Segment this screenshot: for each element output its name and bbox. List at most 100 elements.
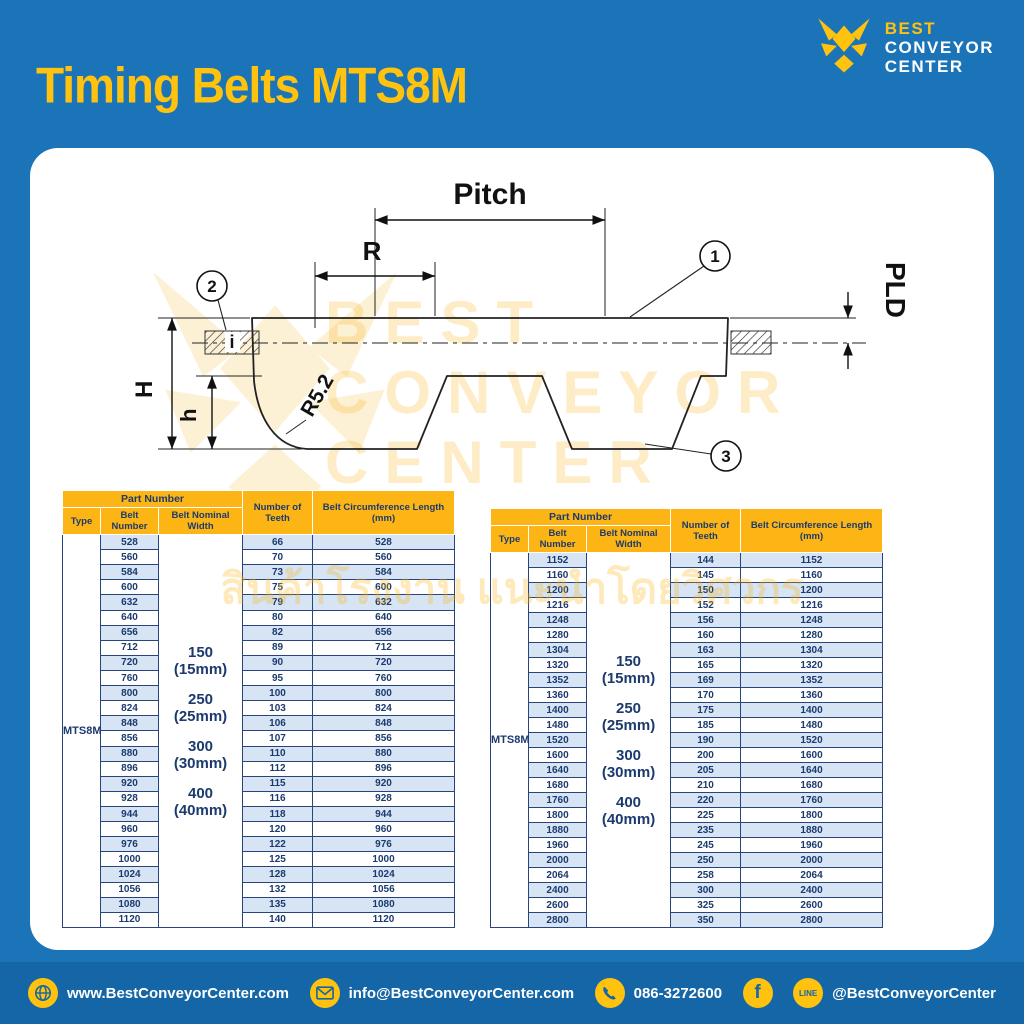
company-logo: BEST CONVEYOR CENTER — [813, 16, 994, 79]
i-label: i — [229, 332, 234, 352]
table-cell: 1216 — [740, 597, 884, 613]
facebook-link[interactable]: f — [742, 978, 773, 1008]
table-cell: 1880 — [528, 822, 588, 838]
table-cell: 640 — [312, 609, 456, 626]
website-text: www.BestConveyorCenter.com — [67, 984, 290, 1002]
table-cell: 116 — [242, 790, 314, 807]
table-cell: 90 — [242, 654, 314, 671]
table-cell: 1120 — [100, 911, 159, 929]
line-link[interactable]: LINE @BestConveyorCenter — [793, 978, 996, 1008]
table-cell: 1960 — [528, 837, 588, 853]
logo-line-3: CENTER — [884, 57, 964, 76]
table-cell: 169 — [670, 672, 742, 688]
belt-width-option: 300 (30mm) — [601, 746, 656, 781]
h-upper-label: H — [131, 381, 158, 398]
table-cell: 1760 — [528, 792, 588, 808]
table-cell: 1600 — [740, 747, 884, 763]
table-cell: 2000 — [528, 852, 588, 868]
table-cell: 1760 — [740, 792, 884, 808]
belt-number-header: Belt Number — [528, 525, 588, 553]
table-cell: 584 — [312, 564, 456, 581]
table-cell: 560 — [312, 549, 456, 566]
table-cell: 225 — [670, 807, 742, 823]
footer-contact-bar: www.BestConveyorCenter.com info@BestConv… — [0, 962, 1024, 1024]
spec-table-1: Part Number Number of Teeth Belt Circumf… — [61, 490, 456, 929]
table-cell: 1520 — [740, 732, 884, 748]
table-cell: 1152 — [528, 552, 588, 568]
logo-line-1: BEST — [884, 19, 937, 38]
table-cell: 600 — [100, 579, 159, 596]
email-link[interactable]: info@BestConveyorCenter.com — [309, 978, 574, 1008]
table-cell: 1360 — [528, 687, 588, 703]
spec-tables: Part Number Number of Teeth Belt Circumf… — [61, 490, 884, 929]
table-cell: 156 — [670, 612, 742, 628]
table-cell: 712 — [100, 639, 159, 656]
pld-label: PLD — [880, 262, 911, 318]
phone-text: 086-3272600 — [633, 984, 723, 1002]
table-cell: 89 — [242, 639, 314, 656]
table-cell: 2400 — [740, 882, 884, 898]
table-cell: 928 — [100, 790, 159, 807]
r-label: R — [363, 236, 382, 266]
logo-text: BEST CONVEYOR CENTER — [885, 19, 994, 76]
line-handle-text: @BestConveyorCenter — [832, 984, 996, 1002]
table-cell: 144 — [670, 552, 742, 568]
part-number-header: Part Number — [61, 490, 244, 508]
table-cell: 103 — [242, 700, 314, 717]
table-cell: 125 — [242, 851, 314, 868]
table-cell: 1480 — [528, 717, 588, 733]
table-cell: 1080 — [100, 896, 159, 913]
table-cell: 1280 — [740, 627, 884, 643]
table-cell: 118 — [242, 805, 314, 823]
website-link[interactable]: www.BestConveyorCenter.com — [28, 978, 289, 1008]
table-cell: 95 — [242, 669, 314, 687]
table-cell: 1360 — [740, 687, 884, 703]
table-cell: 70 — [242, 549, 314, 566]
table-cell: 132 — [242, 881, 314, 898]
table-cell: 856 — [312, 730, 456, 747]
r52-label: R5.2 — [296, 371, 338, 421]
table-cell: 205 — [670, 762, 742, 778]
table-cell: 2600 — [740, 897, 884, 913]
belt-width-header: Belt Nominal Width — [586, 525, 672, 553]
phone-icon — [594, 978, 625, 1008]
table-cell: 245 — [670, 837, 742, 853]
table-cell: 110 — [242, 745, 314, 762]
table-cell: 760 — [312, 669, 456, 687]
belt-number-header: Belt Number — [100, 507, 159, 535]
teeth-header: Number of Teeth — [670, 508, 742, 553]
table-cell: 976 — [312, 836, 456, 853]
table-cell: 160 — [670, 627, 742, 643]
table-cell: 122 — [242, 836, 314, 853]
table-cell: 560 — [100, 549, 159, 566]
table-cell: 976 — [100, 836, 159, 853]
table-cell: 856 — [100, 730, 159, 747]
table-cell: 896 — [312, 760, 456, 777]
globe-icon — [28, 978, 58, 1008]
table-cell: 150 — [670, 582, 742, 598]
phone-link[interactable]: 086-3272600 — [594, 978, 723, 1008]
table-cell: 1800 — [528, 807, 588, 823]
table-cell: 824 — [100, 700, 159, 717]
table-cell: 2064 — [740, 867, 884, 883]
table-cell: 1640 — [528, 762, 588, 778]
